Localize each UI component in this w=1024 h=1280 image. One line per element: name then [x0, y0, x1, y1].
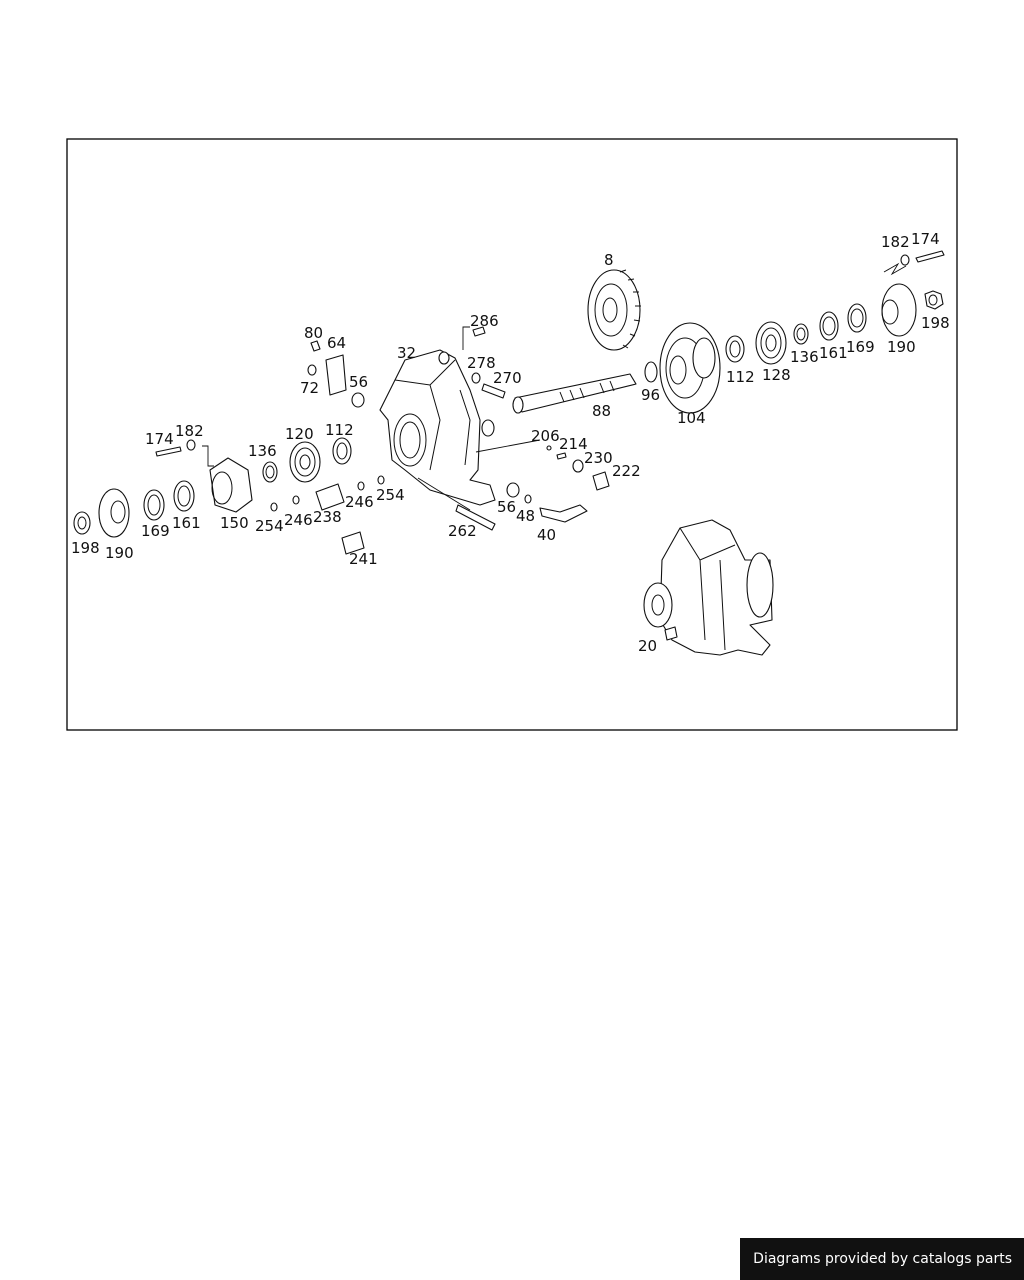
callout-246-upper: 246: [345, 493, 374, 511]
callout-230: 230: [584, 449, 613, 467]
callout-120: 120: [285, 425, 314, 443]
small-parts-upper: [307, 326, 506, 408]
callout-64: 64: [327, 334, 346, 352]
callout-48: 48: [516, 507, 535, 525]
callout-112-right: 112: [726, 368, 755, 386]
callout-198-right: 198: [921, 314, 950, 332]
callout-136-left: 136: [248, 442, 277, 460]
callout-222: 222: [612, 462, 641, 480]
gear-104: [659, 322, 721, 414]
callout-238: 238: [313, 508, 342, 526]
callout-40: 40: [537, 526, 556, 544]
callout-190-left: 190: [105, 544, 134, 562]
callout-174-right: 174: [911, 230, 940, 248]
callout-20: 20: [638, 637, 657, 655]
callout-96: 96: [641, 386, 660, 404]
callout-104: 104: [677, 409, 706, 427]
callout-32: 32: [397, 344, 416, 362]
callout-80: 80: [304, 324, 323, 342]
callout-214: 214: [559, 435, 588, 453]
ring-gear-8: [587, 269, 641, 351]
callout-286: 286: [470, 312, 499, 330]
callout-241: 241: [349, 550, 378, 568]
callout-161-right: 161: [819, 344, 848, 362]
callout-56-upper: 56: [349, 373, 368, 391]
callout-72: 72: [300, 379, 319, 397]
housing-32: [379, 349, 496, 506]
callout-8: 8: [604, 251, 614, 269]
callout-254-upper: 254: [376, 486, 405, 504]
callout-246-lower: 246: [284, 511, 313, 529]
callout-182-right: 182: [881, 233, 910, 251]
callout-254-lower: 254: [255, 517, 284, 535]
callout-128: 128: [762, 366, 791, 384]
shaft-88: [512, 373, 637, 414]
bearing-set-right: [725, 250, 945, 365]
callout-88: 88: [592, 402, 611, 420]
callout-174-left: 174: [145, 430, 174, 448]
snap-ring-96: [644, 361, 658, 383]
callout-150: 150: [220, 514, 249, 532]
callout-198-left: 198: [71, 539, 100, 557]
assembled-unit-20: [643, 519, 774, 656]
callout-labels: 8 286 80 64 32 278 270 72 56 88 96 104 1…: [71, 230, 950, 655]
callout-112-left: 112: [325, 421, 354, 439]
diagram-frame: [66, 138, 958, 731]
callout-169-left: 169: [141, 522, 170, 540]
callout-206: 206: [531, 427, 560, 445]
callout-136-right: 136: [790, 348, 819, 366]
callout-56-lower: 56: [497, 498, 516, 516]
left-assembly: [73, 437, 385, 555]
callout-262: 262: [448, 522, 477, 540]
callout-278: 278: [467, 354, 496, 372]
callout-182-left: 182: [175, 422, 204, 440]
credit-banner: Diagrams provided by catalogs parts: [740, 1238, 1024, 1280]
small-parts-lower: [417, 439, 610, 531]
callout-270: 270: [493, 369, 522, 387]
callout-161-left: 161: [172, 514, 201, 532]
callout-190-right: 190: [887, 338, 916, 356]
callout-169-right: 169: [846, 338, 875, 356]
